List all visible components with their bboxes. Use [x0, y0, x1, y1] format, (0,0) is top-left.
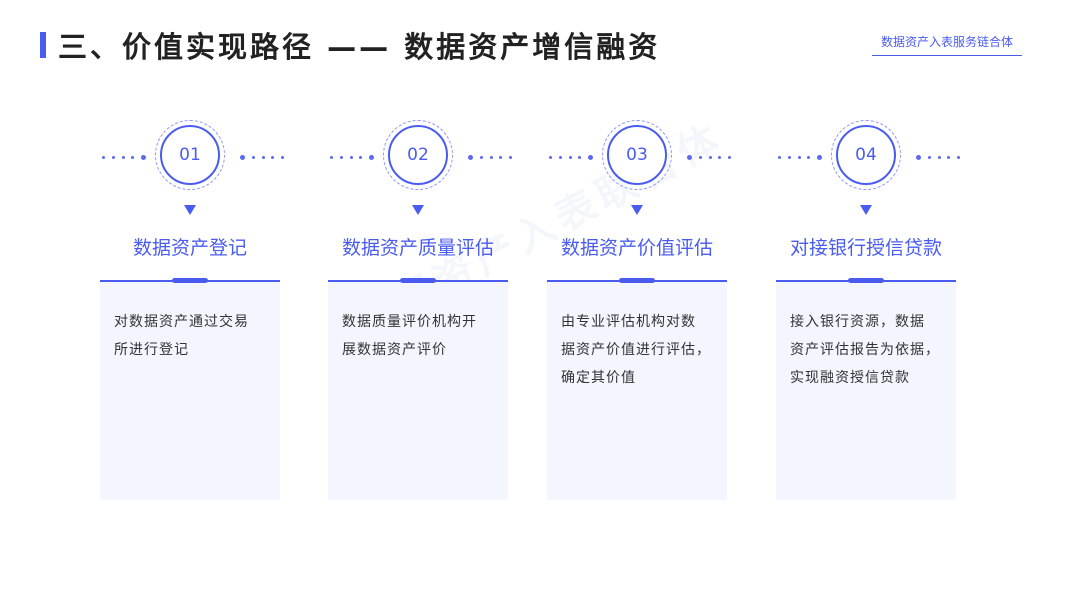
dot: [339, 155, 343, 159]
dot: [698, 155, 702, 159]
step-title: 对接银行授信贷款: [789, 237, 942, 259]
dots-decoration-right: [468, 154, 512, 160]
dot: [271, 155, 275, 159]
dot: [369, 154, 374, 160]
description-line: 数据质量评价机构开: [342, 314, 477, 330]
description-line: 所进行登记: [114, 342, 189, 358]
dot: [778, 155, 781, 159]
dot: [359, 155, 363, 159]
step-number-badge: 02: [388, 125, 448, 185]
step-02: 02 数据资产质量评估 数据质量评价机构开 展数据资产评价: [328, 120, 512, 500]
description-line: 对数据资产通过交易: [114, 314, 249, 330]
step-description: 数据质量评价机构开 展数据资产评价: [342, 308, 498, 364]
description-line: 实现融资授信贷款: [790, 370, 910, 386]
step-description: 接入银行资源，数据 资产评估报告为依据， 实现融资授信贷款: [790, 308, 946, 392]
dot: [141, 154, 146, 160]
dot: [927, 155, 931, 159]
step-card: 接入银行资源，数据 资产评估报告为依据， 实现融资授信贷款: [776, 278, 956, 500]
step-number-badge: 03: [607, 125, 667, 185]
step-04: 04 对接银行授信贷款 接入银行资源，数据 资产评估报告为依据， 实现融资授信贷…: [776, 120, 960, 500]
description-line: 接入银行资源，数据: [790, 314, 925, 330]
description-line: 由专业评估机构对数: [561, 314, 696, 330]
step-card: 由专业评估机构对数 据资产价值进行评估， 确定其价值: [547, 278, 727, 500]
dot: [281, 155, 284, 159]
step-title: 数据资产质量评估: [341, 237, 494, 259]
step-description: 由专业评估机构对数 据资产价值进行评估， 确定其价值: [561, 308, 717, 392]
dot: [568, 155, 572, 159]
dot: [787, 155, 791, 159]
dot: [947, 155, 951, 159]
dot: [578, 155, 582, 159]
down-arrow-icon: [631, 205, 643, 215]
dot: [916, 154, 921, 160]
down-arrow-icon: [184, 205, 196, 215]
step-title: 数据资产登记: [132, 237, 247, 259]
step-ring: [155, 120, 225, 190]
dot: [240, 154, 245, 160]
step-card: 数据质量评价机构开 展数据资产评价: [328, 278, 508, 500]
dot: [330, 155, 333, 159]
dot: [489, 155, 493, 159]
dot: [728, 155, 731, 159]
dot: [499, 155, 503, 159]
dot: [708, 155, 712, 159]
dot: [718, 155, 722, 159]
dots-decoration-left: [549, 154, 593, 160]
description-line: 据资产价值进行评估，: [561, 342, 711, 358]
step-03: 03 数据资产价值评估 由专业评估机构对数 据资产价值进行评估， 确定其价值: [547, 120, 731, 500]
step-title: 数据资产价值评估: [560, 237, 713, 259]
step-description: 对数据资产通过交易 所进行登记: [114, 308, 270, 364]
card-tab: [400, 278, 436, 283]
down-arrow-icon: [860, 205, 872, 215]
dot: [479, 155, 483, 159]
dot: [807, 155, 811, 159]
dot: [687, 154, 692, 160]
brand-label: 数据资产入表服务链合体: [872, 33, 1022, 56]
dot: [817, 154, 822, 160]
description-line: 展数据资产评价: [342, 342, 447, 358]
dots-decoration-left: [102, 154, 146, 160]
card-tab: [848, 278, 884, 283]
card-tab: [172, 278, 208, 283]
step-number-badge: 04: [836, 125, 896, 185]
page-title: 三、价值实现路径 —— 数据资产增信融资: [58, 30, 661, 64]
dots-decoration-left: [330, 154, 374, 160]
down-arrow-icon: [412, 205, 424, 215]
dots-decoration-right: [240, 154, 284, 160]
description-line: 资产评估报告为依据，: [790, 342, 940, 358]
dot: [131, 155, 135, 159]
dot: [957, 155, 960, 159]
step-ring: [831, 120, 901, 190]
step-card: 对数据资产通过交易 所进行登记: [100, 278, 280, 500]
dot: [251, 155, 255, 159]
dots-decoration-right: [916, 154, 960, 160]
dots-decoration-right: [687, 154, 731, 160]
dot: [111, 155, 115, 159]
dots-decoration-left: [778, 154, 822, 160]
dot: [549, 155, 552, 159]
step-ring: [383, 120, 453, 190]
card-tab: [619, 278, 655, 283]
dot: [558, 155, 562, 159]
title-accent-bar: [40, 32, 46, 58]
dot: [102, 155, 105, 159]
dot: [468, 154, 473, 160]
dot: [261, 155, 265, 159]
dot: [509, 155, 512, 159]
dot: [349, 155, 353, 159]
step-ring: [602, 120, 672, 190]
dot: [121, 155, 125, 159]
dot: [797, 155, 801, 159]
step-01: 01 数据资产登记 对数据资产通过交易 所进行登记: [100, 120, 284, 500]
step-number-badge: 01: [160, 125, 220, 185]
description-line: 确定其价值: [561, 370, 636, 386]
dot: [937, 155, 941, 159]
dot: [588, 154, 593, 160]
